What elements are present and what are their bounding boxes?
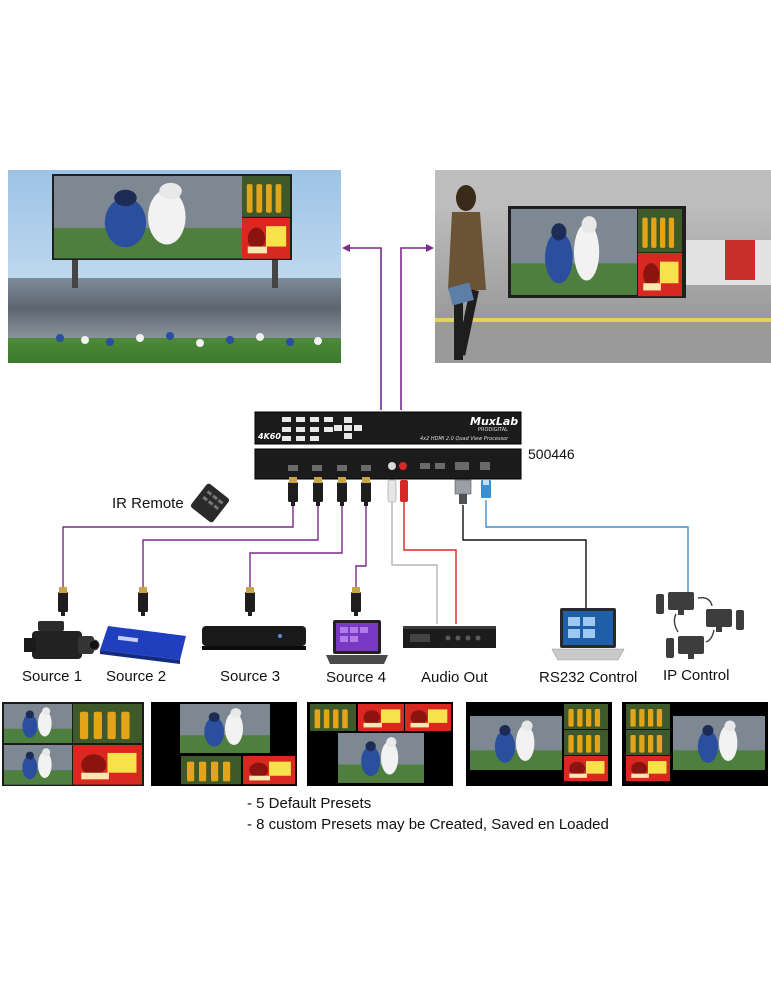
output-connections — [342, 244, 434, 410]
source2-label: Source 2 — [106, 668, 166, 685]
output1-arrow — [342, 244, 382, 410]
source1-label: Source 1 — [22, 668, 82, 685]
audio-cable-red — [403, 502, 457, 624]
train-station-display-scene — [435, 170, 771, 363]
preset-1 — [2, 702, 144, 786]
navigation-pad-icon — [334, 417, 362, 439]
output2-arrow — [400, 244, 434, 410]
device-badge: 4K60 — [257, 432, 281, 441]
ir-remote-label: IR Remote — [112, 495, 184, 512]
audio-out-label: Audio Out — [421, 669, 489, 686]
audio-cable-white — [391, 502, 438, 624]
source3-label: Source 3 — [220, 668, 280, 685]
device-model-description: 4x2 HDMI 2.0 Quad View Processor — [420, 436, 509, 442]
laptop-icon — [326, 620, 388, 664]
amplifier-icon — [403, 626, 496, 648]
blu-ray-player-icon — [202, 626, 306, 650]
device-rear-panel: 500446 — [254, 446, 575, 480]
preset-4 — [466, 702, 612, 786]
control-laptop-icon — [551, 608, 625, 661]
device-model-number: 500446 — [528, 446, 575, 462]
hdmi-cable-source1 — [62, 504, 294, 587]
preset-3 — [307, 702, 453, 786]
preset-2 — [151, 702, 297, 786]
preset-notes: - 5 Default Presets - 8 custom Presets m… — [247, 793, 609, 835]
ir-remote-icon — [190, 483, 230, 523]
device-brand-sub: PRODIGITAL — [478, 427, 508, 433]
stadium-display-scene — [8, 170, 341, 363]
ethernet-cable — [485, 500, 689, 592]
media-player-icon — [100, 626, 186, 664]
rj45-plug-icon — [481, 480, 491, 498]
audio-cables — [391, 502, 457, 624]
db9-plug-icon — [454, 479, 472, 504]
camcorder-icon — [24, 621, 100, 659]
hdmi-cable-source4 — [355, 504, 367, 588]
source4-label: Source 4 — [326, 669, 386, 686]
rca-plug-icon — [387, 479, 408, 503]
rs232-cable — [462, 505, 587, 608]
preset-5 — [622, 702, 768, 786]
ip-network-icon — [656, 592, 744, 659]
rs232-control-label: RS232 Control — [539, 669, 637, 686]
hdmi-cable-source2 — [142, 504, 319, 588]
note-default-presets: - 5 Default Presets — [247, 795, 372, 812]
ip-control-label: IP Control — [663, 667, 729, 684]
device-brand: MuxLab — [470, 415, 518, 428]
hdmi-cable-source3 — [249, 504, 343, 588]
hdmi-input-cables — [62, 504, 367, 588]
note-custom-presets: - 8 custom Presets may be Created, Saved… — [247, 816, 609, 833]
device-front-panel: 4K60 MuxLab PRODIGITAL 4x2 HDMI 2.0 Quad… — [254, 411, 522, 445]
